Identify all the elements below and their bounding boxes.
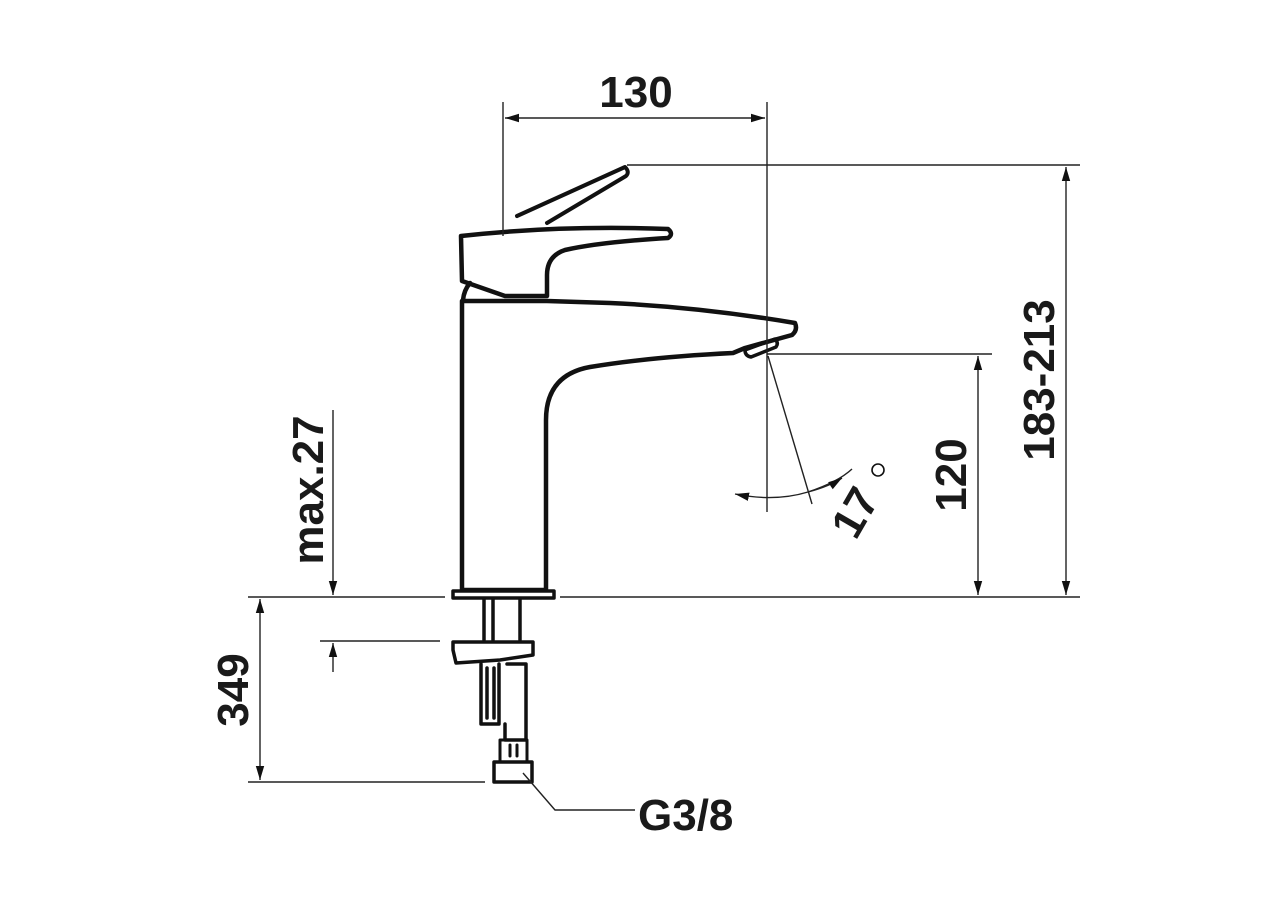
- dimension-spout-reach: 130: [502, 68, 768, 512]
- dimension-hose-length: 349: [209, 599, 485, 783]
- dimension-spout-angle: 17: [734, 355, 889, 546]
- dim-label-183-213: 183-213: [1015, 299, 1064, 460]
- dim-label-17: 17: [822, 479, 889, 546]
- hose-nut: [492, 760, 534, 784]
- dim-label-349: 349: [209, 653, 258, 726]
- dim-label-max27: max.27: [284, 415, 333, 564]
- faucet-body: [459, 298, 799, 593]
- dimension-outlet-height: 120: [767, 353, 992, 595]
- supply-hose: [503, 662, 528, 742]
- lever-raised-outline: [515, 165, 630, 225]
- fixing-nut: [451, 640, 535, 665]
- hose-fitting: [498, 738, 529, 764]
- dimension-max-thickness: max.27: [248, 410, 445, 672]
- faucet-outline: [451, 165, 799, 784]
- threaded-stud: [479, 662, 501, 726]
- degree-symbol: [871, 463, 885, 477]
- thread-label-g38: G3/8: [638, 791, 733, 840]
- dim-label-120: 120: [927, 438, 976, 511]
- mounting-rod: [482, 597, 522, 642]
- dim-label-130: 130: [599, 68, 672, 117]
- lever-handle: [458, 225, 674, 299]
- base-plate: [451, 589, 556, 600]
- dimension-overall-height: 183-213: [560, 164, 1080, 598]
- aerator: [743, 337, 780, 359]
- thread-callout: G3/8: [522, 772, 733, 840]
- lever-collar: [460, 280, 473, 303]
